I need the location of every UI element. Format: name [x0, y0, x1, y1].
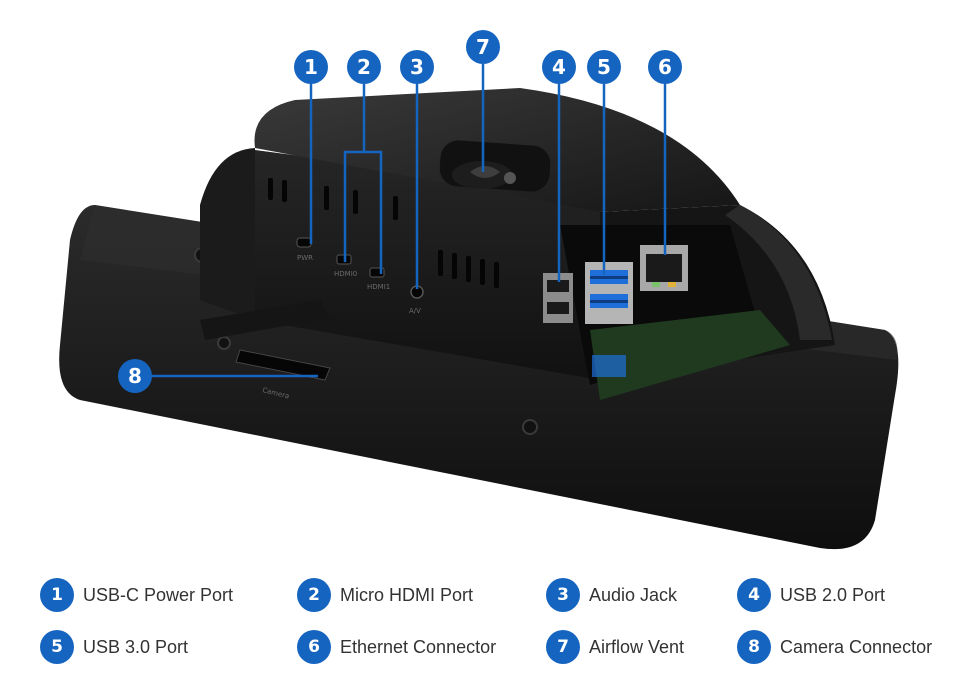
product-photo: PWR HDMI0 HDMI1 A/V	[59, 64, 899, 550]
callout-badge-5: 5	[587, 50, 621, 84]
callout-badge-6: 6	[648, 50, 682, 84]
callout-badge-4: 4	[542, 50, 576, 84]
legend-item-8: 8 Camera Connector	[737, 630, 932, 664]
legend-number: 1	[40, 578, 74, 612]
camera-connector	[200, 300, 331, 381]
legend-item-6: 6 Ethernet Connector	[297, 630, 496, 664]
legend-number: 5	[40, 630, 74, 664]
legend-number: 2	[297, 578, 331, 612]
legend-label: Audio Jack	[589, 584, 678, 605]
airflow-vent	[439, 140, 551, 192]
ethernet-connector	[640, 245, 688, 291]
legend-label: Micro HDMI Port	[340, 584, 474, 605]
callout-badge-3: 3	[400, 50, 434, 84]
legend-item-4: 4 USB 2.0 Port	[737, 578, 885, 612]
legend-label: USB-C Power Port	[83, 584, 234, 605]
legend-label: USB 3.0 Port	[83, 636, 189, 657]
callout-badge-2: 2	[347, 50, 381, 84]
callout-lines	[152, 64, 667, 378]
legend-item-3: 3 Audio Jack	[546, 578, 677, 612]
screw	[217, 336, 231, 350]
port-marking-hdmi1: HDMI1	[367, 283, 390, 291]
legend-number: 8	[737, 630, 771, 664]
legend-number: 7	[546, 630, 580, 664]
port-marking-av: A/V	[409, 307, 421, 315]
legend-label: USB 2.0 Port	[780, 584, 886, 605]
usb-c-power-port	[296, 237, 312, 248]
legend-label: Ethernet Connector	[340, 636, 497, 657]
vent-slots	[268, 178, 499, 288]
port-marking-pwr: PWR	[297, 254, 313, 262]
legend-label: Camera Connector	[780, 636, 933, 657]
legend-number: 4	[737, 578, 771, 612]
legend: 1 USB-C Power Port 2 Micro HDMI Port 3 A…	[0, 570, 960, 700]
legend-item-5: 5 USB 3.0 Port	[40, 630, 188, 664]
legend-item-1: 1 USB-C Power Port	[40, 578, 233, 612]
usb-3-port	[585, 262, 633, 324]
legend-label: Airflow Vent	[589, 636, 685, 657]
legend-item-2: 2 Micro HDMI Port	[297, 578, 473, 612]
legend-number: 3	[546, 578, 580, 612]
callout-badge-8: 8	[118, 359, 152, 393]
screw	[522, 419, 538, 435]
callout-badge-7: 7	[466, 30, 500, 64]
legend-number: 6	[297, 630, 331, 664]
legend-item-7: 7 Airflow Vent	[546, 630, 684, 664]
port-marking-hdmi0: HDMI0	[334, 270, 357, 278]
open-end-ports	[543, 225, 790, 400]
usb-2-port	[543, 273, 573, 323]
callout-badge-1: 1	[294, 50, 328, 84]
